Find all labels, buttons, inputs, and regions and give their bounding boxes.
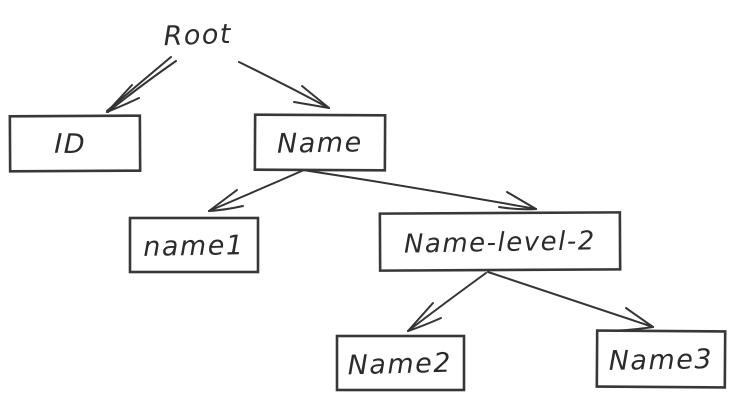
- edge-root-to-id: [106, 56, 177, 113]
- edge-name-level-2-to-name3: [487, 271, 654, 332]
- node-name: Name: [253, 113, 387, 172]
- arrowhead-barb: [407, 302, 434, 332]
- node-id-label: ID: [54, 129, 86, 161]
- node-name1: name1: [128, 216, 260, 274]
- arrowhead-barb: [498, 206, 537, 211]
- edge-root-to-name: [238, 61, 330, 109]
- node-name-level-2-label: Name-level-2: [404, 226, 596, 259]
- arrow-line: [302, 169, 537, 210]
- node-name2-label: Name2: [347, 348, 452, 382]
- node-id-box: [8, 114, 142, 173]
- node-name-label: Name: [277, 127, 363, 159]
- node-name-box: [253, 113, 387, 172]
- arrow-line: [407, 272, 487, 332]
- arrowhead-barb: [625, 307, 654, 328]
- edge-name-level-2-to-name2: [407, 272, 487, 332]
- node-name2-box: [335, 334, 466, 392]
- arrowhead-barb: [301, 85, 330, 109]
- node-root: Root: [163, 19, 232, 52]
- node-name1-label: name1: [143, 230, 245, 263]
- arrow-line: [107, 60, 177, 113]
- node-name-level-2-box: [378, 211, 622, 272]
- arrow-line: [487, 271, 654, 328]
- node-name3-label: Name3: [608, 344, 713, 377]
- arrowhead-barb: [208, 189, 238, 212]
- node-id: ID: [8, 114, 142, 173]
- node-name3: Name3: [595, 329, 727, 389]
- node-root-label: Root: [163, 19, 232, 52]
- arrowhead-barb: [407, 317, 442, 332]
- node-name2: Name2: [335, 334, 466, 392]
- arrowhead-barb: [293, 101, 330, 109]
- arrow-line: [208, 169, 305, 212]
- edge-name-to-name-level-2: [302, 169, 537, 211]
- node-name3-box: [595, 329, 727, 389]
- arrow-line: [238, 61, 330, 109]
- arrowhead-barb: [506, 191, 537, 210]
- arrowhead-barb: [106, 97, 140, 113]
- arrowhead-barb: [208, 205, 244, 212]
- edge-name-to-name1: [208, 169, 305, 212]
- arrowhead-barb: [106, 84, 133, 113]
- node-name1-box: [128, 216, 260, 274]
- node-name-level-2: Name-level-2: [378, 211, 622, 272]
